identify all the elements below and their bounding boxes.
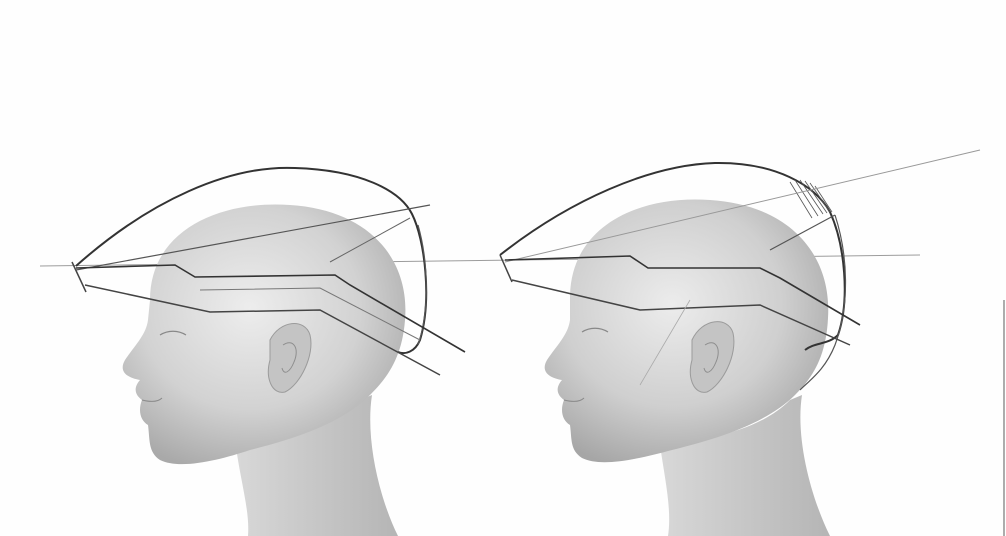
right-head: [500, 150, 980, 536]
left-head: [72, 168, 465, 536]
right-crown-hatching: [790, 180, 832, 218]
